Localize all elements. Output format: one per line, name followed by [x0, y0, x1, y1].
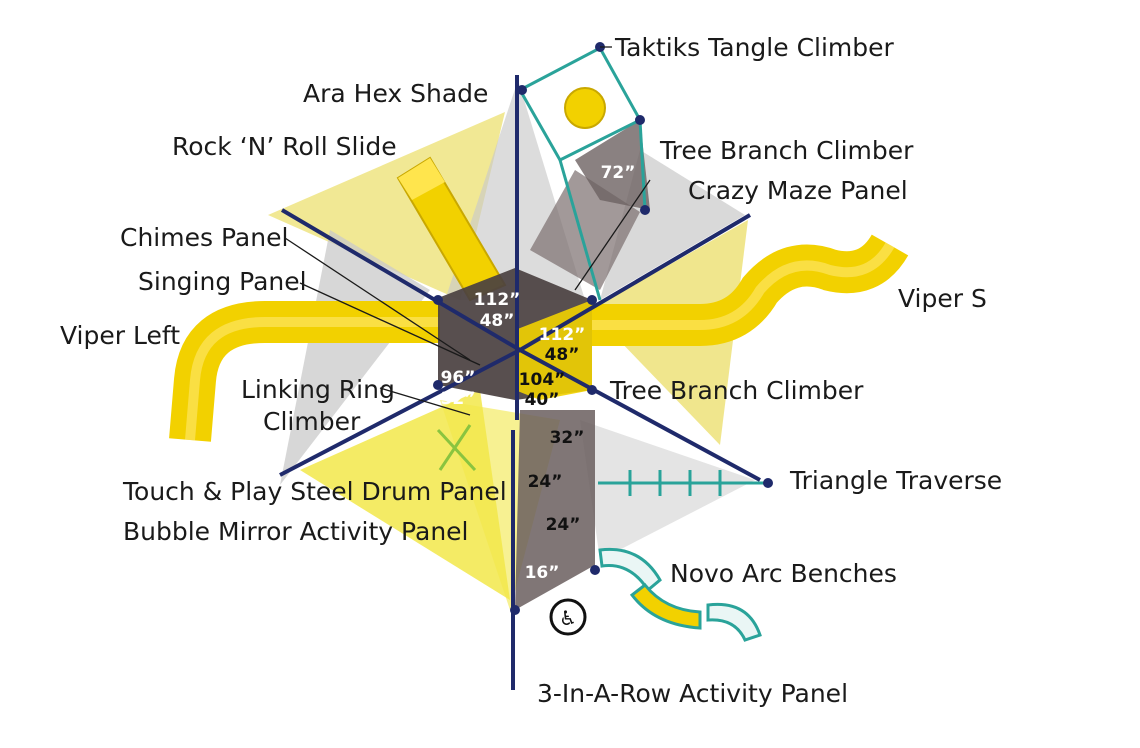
- dim-112b: 112”: [539, 325, 586, 345]
- dim-48a: 48”: [480, 311, 515, 331]
- label-linking-ring-line2: Climber: [263, 407, 361, 436]
- dim-48b: 48”: [545, 345, 580, 365]
- label-taktiks-tangle-climber: Taktiks Tangle Climber: [615, 33, 894, 62]
- dim-104: 104”: [519, 370, 566, 390]
- tree-branch-climber-top-deck: [575, 120, 650, 210]
- novo-arc-bench-2: [629, 582, 702, 630]
- label-singing-panel: Singing Panel: [138, 267, 307, 296]
- label-tree-branch-climber-top: Tree Branch Climber: [660, 136, 914, 165]
- tangle-climber-ball: [564, 87, 606, 129]
- label-viper-s: Viper S: [898, 284, 987, 313]
- shade-sail-gray-left: [280, 230, 430, 485]
- leader-lines: [284, 46, 651, 416]
- dim-32b: 32”: [550, 428, 585, 448]
- dim-40: 40”: [525, 390, 560, 410]
- label-novo-arc-benches: Novo Arc Benches: [670, 559, 897, 588]
- triangle-traverse: [598, 470, 765, 496]
- lower-ramp-deck: [515, 410, 595, 610]
- label-chimes-panel: Chimes Panel: [120, 223, 289, 252]
- label-3-in-a-row-panel: 3-In-A-Row Activity Panel: [537, 679, 849, 708]
- novo-arc-bench-1: [598, 547, 662, 593]
- dim-24a: 24”: [528, 472, 563, 492]
- viper-s-slide: [590, 233, 909, 346]
- label-steel-drum-panel: Touch & Play Steel Drum Panel: [123, 477, 507, 506]
- label-tree-branch-climber-right: Tree Branch Climber: [610, 376, 864, 405]
- viper-left-slide: [169, 301, 440, 442]
- label-rock-n-roll-slide: Rock ‘N’ Roll Slide: [172, 132, 397, 161]
- shade-sail-gray-right-low: [580, 420, 755, 560]
- svg-text:♿: ♿: [559, 606, 577, 630]
- dim-96: 96”: [441, 368, 476, 388]
- post-nodes: [433, 42, 773, 615]
- label-ara-hex-shade: Ara Hex Shade: [303, 79, 489, 108]
- structure-posts: [279, 75, 761, 690]
- dim-72: 72”: [601, 163, 636, 183]
- dim-112a: 112”: [474, 290, 521, 310]
- yellow-deck-panel: [515, 300, 592, 400]
- label-crazy-maze-panel: Crazy Maze Panel: [688, 176, 908, 205]
- label-triangle-traverse: Triangle Traverse: [790, 466, 1003, 495]
- novo-arc-bench-3: [706, 602, 762, 642]
- label-bubble-mirror-panel: Bubble Mirror Activity Panel: [123, 517, 469, 546]
- dim-32a: 32”: [441, 389, 476, 409]
- label-viper-left: Viper Left: [60, 321, 181, 350]
- label-linking-ring-line1: Linking Ring: [241, 375, 395, 404]
- dim-24b: 24”: [546, 515, 581, 535]
- linking-ring-climber: [436, 424, 477, 472]
- wheelchair-accessible-icon: ♿: [549, 598, 587, 636]
- dim-16: 16”: [525, 563, 560, 583]
